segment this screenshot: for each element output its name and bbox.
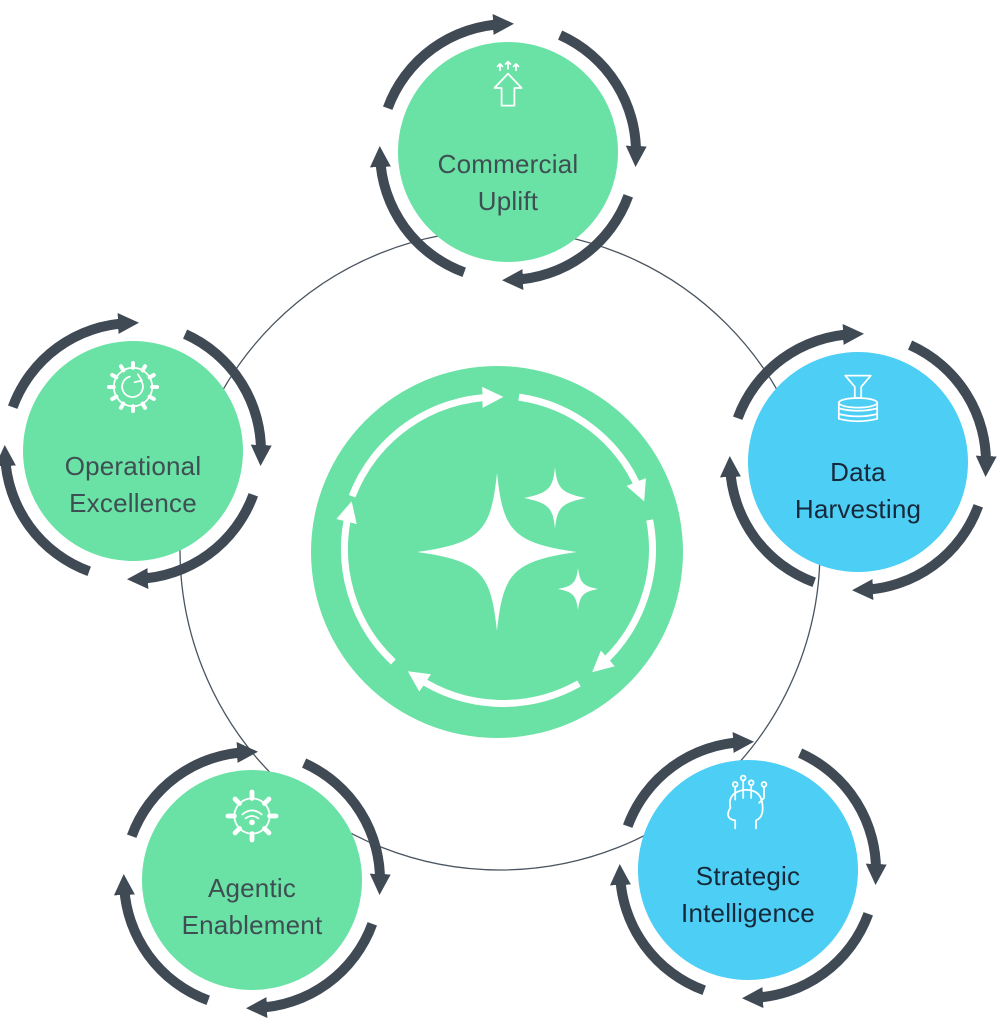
gear-wifi-icon bbox=[225, 789, 279, 843]
funnel-database-icon bbox=[837, 374, 879, 423]
nodes-layer bbox=[0, 13, 997, 1019]
node-circle-commercial-uplift bbox=[398, 42, 618, 262]
node-circle-data-harvesting bbox=[748, 352, 968, 572]
cycle-arrow bbox=[623, 731, 754, 828]
node-label-line: Excellence bbox=[69, 488, 197, 518]
cycle-arrow bbox=[558, 30, 647, 167]
node-label-line: Uplift bbox=[477, 186, 539, 216]
cycle-arrow bbox=[742, 912, 873, 1009]
node-label-line: Intelligence bbox=[681, 898, 815, 928]
cycle-arrow bbox=[502, 194, 633, 291]
node-circle-agentic-enablement bbox=[142, 770, 362, 990]
sparkle-tiny-icon bbox=[558, 568, 598, 610]
cycle-arrow bbox=[798, 748, 887, 885]
sparkle-icon bbox=[417, 473, 577, 631]
cycle-arrow bbox=[908, 340, 997, 477]
cycle-arrow bbox=[609, 864, 706, 995]
center-hub bbox=[311, 366, 683, 738]
cycle-arrow bbox=[113, 874, 210, 1005]
node-circle-strategic-intelligence bbox=[638, 760, 858, 980]
node-label-line: Enablement bbox=[181, 910, 323, 940]
cycle-arrow bbox=[383, 13, 514, 110]
head-circuit-icon bbox=[727, 774, 768, 830]
cycle-arrow bbox=[733, 323, 864, 420]
node-circle-operational-excellence bbox=[23, 341, 243, 561]
cycle-arrow bbox=[127, 741, 258, 838]
cycle-arrow bbox=[246, 922, 377, 1019]
cycle-arrow bbox=[302, 758, 391, 895]
node-label-line: Agentic bbox=[207, 873, 297, 903]
cycle-arrow bbox=[852, 504, 983, 601]
node-label-line: Strategic bbox=[695, 861, 801, 891]
node-label-line: Harvesting bbox=[794, 494, 922, 524]
sparkle-small-icon bbox=[524, 467, 586, 529]
cycle-arrow bbox=[369, 146, 466, 277]
node-operational-excellence bbox=[0, 312, 272, 590]
cycle-arrow bbox=[719, 456, 816, 587]
cog-refresh-icon bbox=[106, 360, 160, 414]
node-commercial-uplift bbox=[369, 13, 647, 291]
center-cycle-arrows bbox=[336, 386, 656, 707]
cycle-arrow bbox=[8, 312, 139, 409]
node-agentic-enablement bbox=[113, 741, 391, 1019]
node-data-harvesting bbox=[719, 323, 997, 601]
node-label-line: Data bbox=[830, 457, 886, 487]
node-label-line: Operational bbox=[64, 451, 202, 481]
cycle-arrow bbox=[127, 493, 258, 590]
node-strategic-intelligence bbox=[609, 731, 887, 1009]
node-label-line: Commercial bbox=[437, 149, 579, 179]
cycle-arrow bbox=[183, 329, 272, 466]
cycle-arrow bbox=[0, 445, 91, 576]
arrow-up-icon bbox=[493, 60, 523, 107]
